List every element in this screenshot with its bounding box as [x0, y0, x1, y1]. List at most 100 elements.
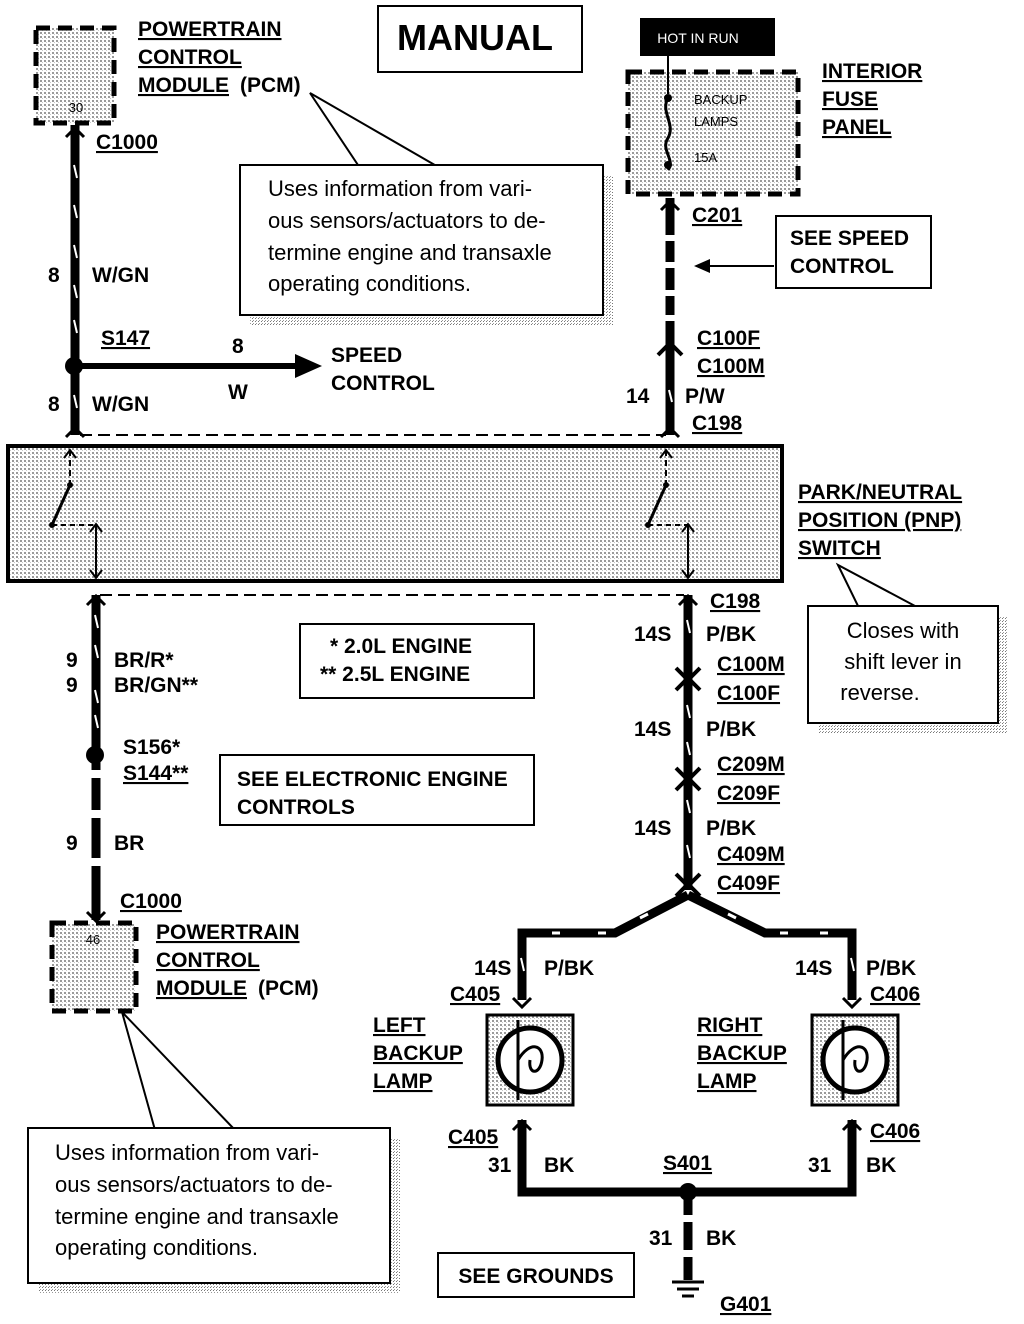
- pnp-note-pointer: [835, 562, 916, 607]
- speed-control-line2: CONTROL: [331, 372, 435, 395]
- note-bottom-pointer: [121, 1011, 238, 1131]
- fuse-rating: 15A: [694, 150, 717, 165]
- conn-c100m-bottom: C100M: [717, 653, 785, 676]
- left-color-br1: BR/R*: [114, 649, 174, 672]
- splice-s156-label: S156*: [123, 736, 181, 759]
- fuse-label-line2: LAMPS: [694, 114, 738, 129]
- left-pin-upper: 8: [48, 264, 60, 287]
- left-pin-lower: 8: [48, 393, 60, 416]
- left-lamp-color-bottom: BK: [544, 1154, 574, 1177]
- splice-s147: [65, 357, 83, 375]
- pcm-bottom-box: [49, 920, 139, 1014]
- ground-color: BK: [706, 1227, 736, 1250]
- fuse-connector: C201: [692, 204, 743, 227]
- left-pin-br2: 9: [66, 674, 78, 697]
- note-top-box: [239, 164, 604, 316]
- see-grounds-label: SEE GROUNDS: [458, 1265, 613, 1288]
- ground-pin: 31: [649, 1227, 673, 1250]
- wire-right-bottom: [674, 593, 702, 898]
- hot-in-run-box: [640, 18, 775, 56]
- splice-s147-label: S147: [101, 327, 150, 350]
- note-bottom-box: [27, 1127, 391, 1284]
- see-eec-line2: CONTROLS: [237, 796, 355, 819]
- right-pin-pbk3: 14S: [634, 817, 671, 840]
- engine-legend-line1: * 2.0L ENGINE: [330, 635, 472, 658]
- pnp-line2: POSITION (PNP): [798, 509, 961, 532]
- title-box: [377, 5, 583, 73]
- right-lamp-line1: RIGHT: [697, 1014, 763, 1037]
- pcm-top-pin: 30: [69, 100, 83, 115]
- right-pin-pbk1: 14S: [634, 623, 671, 646]
- see-speed-control-box[interactable]: [775, 215, 932, 289]
- see-eec-line1: SEE ELECTRONIC ENGINE: [237, 768, 508, 791]
- note-top-pointer: [309, 92, 444, 169]
- conn-c209f: C209F: [717, 782, 780, 805]
- conn-c198-bottom: C198: [710, 590, 761, 613]
- pcm-bottom-connector: C1000: [120, 890, 182, 913]
- pcm-top-box: [33, 25, 117, 126]
- right-pin-pbk2: 14S: [634, 718, 671, 741]
- ground-id: G401: [720, 1293, 772, 1316]
- conn-c409m: C409M: [717, 843, 785, 866]
- right-color-pbk3: P/BK: [706, 817, 756, 840]
- pnp-line1: PARK/NEUTRAL: [798, 481, 962, 504]
- right-lamp-color-bottom: BK: [866, 1154, 896, 1177]
- left-color-br: BR: [114, 832, 144, 855]
- see-speed-control-line2: CONTROL: [790, 255, 894, 278]
- conn-c100f-bottom: C100F: [717, 682, 780, 705]
- right-lamp-conn-top: C406: [870, 983, 920, 1006]
- left-color-br2: BR/GN**: [114, 674, 199, 697]
- fuse-symbol: [664, 97, 672, 171]
- pcm-bottom-line2: CONTROL: [156, 949, 260, 972]
- pnp-note-line3: reverse.: [840, 680, 919, 705]
- left-lamp-filament: [516, 1020, 544, 1100]
- note-top-line4: operating conditions.: [268, 271, 471, 296]
- note-top-line2: ous sensors/actuators to de-: [268, 208, 546, 233]
- conn-c100m-top: C100M: [697, 355, 765, 378]
- left-pin-br1: 9: [66, 649, 78, 672]
- engine-legend-line2: ** 2.5L ENGINE: [320, 663, 470, 686]
- pnp-line3: SWITCH: [798, 537, 881, 560]
- pcm-bottom-line3: MODULE: [156, 977, 247, 1000]
- fuse-panel-line1: INTERIOR: [822, 60, 922, 83]
- note-bottom-line2: ous sensors/actuators to de-: [55, 1172, 333, 1197]
- pcm-top-suffix: (PCM): [240, 74, 301, 97]
- splice-s144-label: S144**: [123, 762, 189, 785]
- fuse-bottom-dot: [664, 161, 672, 169]
- pnp-note-line2: shift lever in: [844, 649, 961, 674]
- fuse-top-dot: [664, 94, 672, 102]
- right-lamp-conn-bottom: C406: [870, 1120, 920, 1143]
- right-color-pw: P/W: [685, 385, 725, 408]
- wire-left-top: [64, 125, 86, 439]
- note-top-line1: Uses information from vari-: [268, 176, 532, 201]
- pcm-top-line3: MODULE: [138, 74, 229, 97]
- right-color-pbk1: P/BK: [706, 623, 756, 646]
- conn-c198-top: C198: [692, 412, 743, 435]
- left-lamp-conn-top: C405: [450, 983, 501, 1006]
- right-lamp-line3: LAMP: [697, 1070, 757, 1093]
- right-lamp-color-top: P/BK: [866, 957, 916, 980]
- note-bottom-line1: Uses information from vari-: [55, 1140, 319, 1165]
- conn-c209m: C209M: [717, 753, 785, 776]
- pcm-top-line1: POWERTRAIN: [138, 18, 282, 41]
- splice-s401: [679, 1183, 697, 1201]
- wire-right-top: [656, 198, 684, 439]
- note-bottom-line4: operating conditions.: [55, 1235, 258, 1260]
- see-speed-control-arrowhead: [694, 259, 710, 273]
- pcm-bottom-suffix: (PCM): [258, 977, 319, 1000]
- left-lamp-line3: LAMP: [373, 1070, 433, 1093]
- right-color-pbk2: P/BK: [706, 718, 756, 741]
- wire-branch: [511, 890, 863, 1010]
- see-eec-box[interactable]: [219, 754, 535, 826]
- conn-c409f: C409F: [717, 872, 780, 895]
- left-lamp-line1: LEFT: [373, 1014, 426, 1037]
- arrow-speed-control: [295, 354, 322, 378]
- fuse-panel-line3: PANEL: [822, 116, 892, 139]
- left-lamp-pin-bottom: 31: [488, 1154, 512, 1177]
- pnp-note-box: [807, 605, 999, 724]
- see-grounds-box[interactable]: [437, 1252, 635, 1298]
- right-lamp-filament: [841, 1020, 869, 1100]
- fuse-panel-line2: FUSE: [822, 88, 878, 111]
- pcm-top-connector: C1000: [96, 131, 158, 154]
